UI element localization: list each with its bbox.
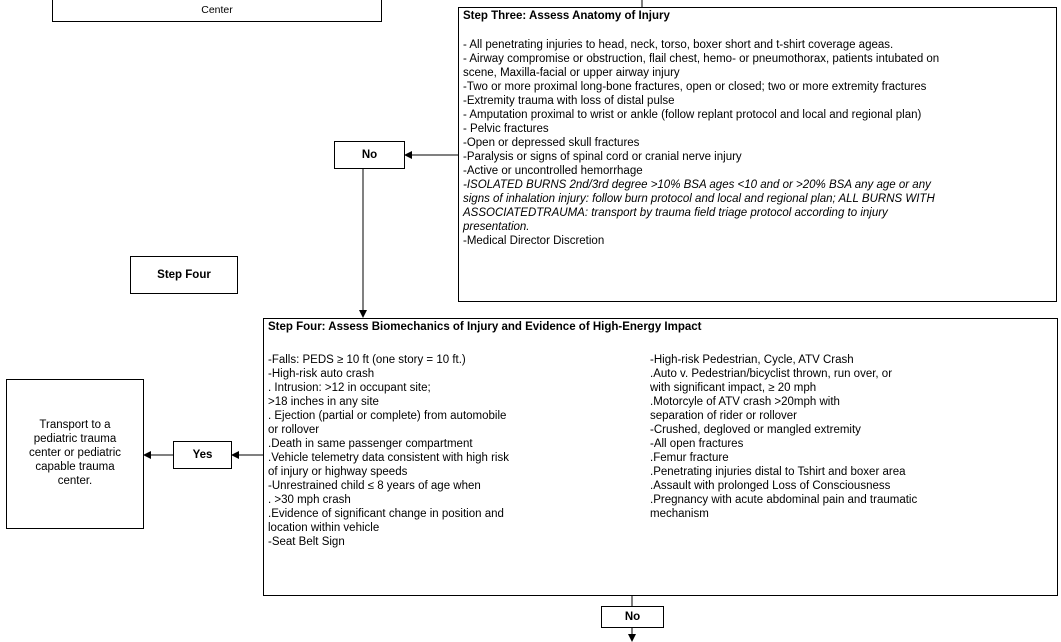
transport-line: pediatric trauma (33, 433, 117, 445)
yes-box-label: Yes (192, 449, 213, 461)
criteria-line: .Vehicle telemetry data consistent with … (268, 452, 509, 464)
criteria-line: presentation. (463, 221, 530, 233)
criteria-line: -ISOLATED BURNS 2nd/3rd degree >10% BSA … (463, 179, 931, 191)
criteria-line: ASSOCIATEDTRAUMA: transport by trauma fi… (463, 207, 888, 219)
criteria-line: -Seat Belt Sign (268, 536, 345, 548)
criteria-line: scene, Maxilla-facial or upper airway in… (463, 67, 680, 79)
top-left-box-text: Center (201, 4, 233, 16)
criteria-line: .Assault with prolonged Loss of Consciou… (650, 480, 891, 492)
criteria-line: .Penetrating injuries distal to Tshirt a… (650, 466, 906, 478)
step-three-burns-criteria: -ISOLATED BURNS 2nd/3rd degree >10% BSA … (463, 178, 1052, 234)
step-four-left-criteria: -Falls: PEDS ≥ 10 ft (one story = 10 ft.… (268, 353, 509, 549)
criteria-line: mechanism (650, 508, 709, 520)
criteria-line: location within vehicle (268, 522, 380, 534)
criteria-line: -Active or uncontrolled hemorrhage (463, 165, 643, 177)
step-three-box: Step Three: Assess Anatomy of Injury - A… (458, 7, 1057, 302)
no-box-2: No (601, 606, 664, 628)
step-four-label-box: Step Four (130, 256, 238, 294)
step-three-criteria: - All penetrating injuries to head, neck… (463, 38, 1052, 178)
criteria-line: -Crushed, degloved or mangled extremity (650, 424, 861, 436)
criteria-line: . Ejection (partial or complete) from au… (268, 410, 507, 422)
transport-line: center. (57, 475, 93, 487)
step-four-label: Step Four (157, 269, 211, 281)
criteria-line: . Intrusion: >12 in occupant site; (268, 382, 431, 394)
criteria-line: -Open or depressed skull fractures (463, 137, 640, 149)
step-three-last-line: -Medical Director Discretion (463, 235, 605, 247)
step-four-right-criteria: -High-risk Pedestrian, Cycle, ATV Crash … (650, 353, 917, 521)
criteria-line: signs of inhalation injury: follow burn … (463, 193, 935, 205)
criteria-line: - All penetrating injuries to head, neck… (463, 39, 894, 51)
no-box-1-label: No (361, 149, 378, 161)
top-left-box: Center (52, 0, 382, 22)
step-three-title: Step Three: Assess Anatomy of Injury (463, 10, 670, 22)
criteria-line: .Death in same passenger compartment (268, 438, 473, 450)
transport-line: center or pediatric (28, 447, 122, 459)
no-box-2-label: No (624, 611, 641, 623)
criteria-line: -Two or more proximal long-bone fracture… (463, 81, 927, 93)
transport-text: Transport to a pediatric trauma center or … (7, 418, 143, 488)
criteria-line: .Pregnancy with acute abdominal pain and… (650, 494, 918, 506)
criteria-line: of injury or highway speeds (268, 466, 408, 478)
criteria-line: >18 inches in any site (268, 396, 379, 408)
no-box-1: No (334, 141, 405, 169)
criteria-line: -Extremity trauma with loss of distal pu… (463, 95, 675, 107)
step-four-title: Step Four: Assess Biomechanics of Injury… (268, 321, 702, 333)
transport-line: capable trauma (35, 461, 115, 473)
criteria-line: separation of rider or rollover (650, 410, 798, 422)
criteria-line: .Evidence of significant change in posit… (268, 508, 504, 520)
criteria-line: - Airway compromise or obstruction, flai… (463, 53, 940, 65)
criteria-line: -Unrestrained child ≤ 8 years of age whe… (268, 480, 481, 492)
yes-box: Yes (173, 441, 232, 469)
criteria-line: - Amputation proximal to wrist or ankle … (463, 109, 922, 121)
criteria-line: -Paralysis or signs of spinal cord or cr… (463, 151, 742, 163)
criteria-line: .Motorcyle of ATV crash >20mph with (650, 396, 840, 408)
criteria-line: -High-risk Pedestrian, Cycle, ATV Crash (650, 354, 854, 366)
criteria-line: . >30 mph crash (268, 494, 351, 506)
criteria-line: .Auto v. Pedestrian/bicyclist thrown, ru… (650, 368, 893, 380)
step-four-box: Step Four: Assess Biomechanics of Injury… (263, 318, 1058, 596)
criteria-line: - Pelvic fractures (463, 123, 549, 135)
criteria-line: -All open fractures (650, 438, 744, 450)
criteria-line: -Falls: PEDS ≥ 10 ft (one story = 10 ft.… (268, 354, 466, 366)
criteria-line: or rollover (268, 424, 320, 436)
criteria-line: -High-risk auto crash (268, 368, 375, 380)
transport-box: Transport to a pediatric trauma center or … (6, 379, 144, 529)
criteria-line: .Femur fracture (650, 452, 729, 464)
transport-line: Transport to a (39, 419, 111, 431)
criteria-line: with significant impact, ≥ 20 mph (650, 382, 817, 394)
